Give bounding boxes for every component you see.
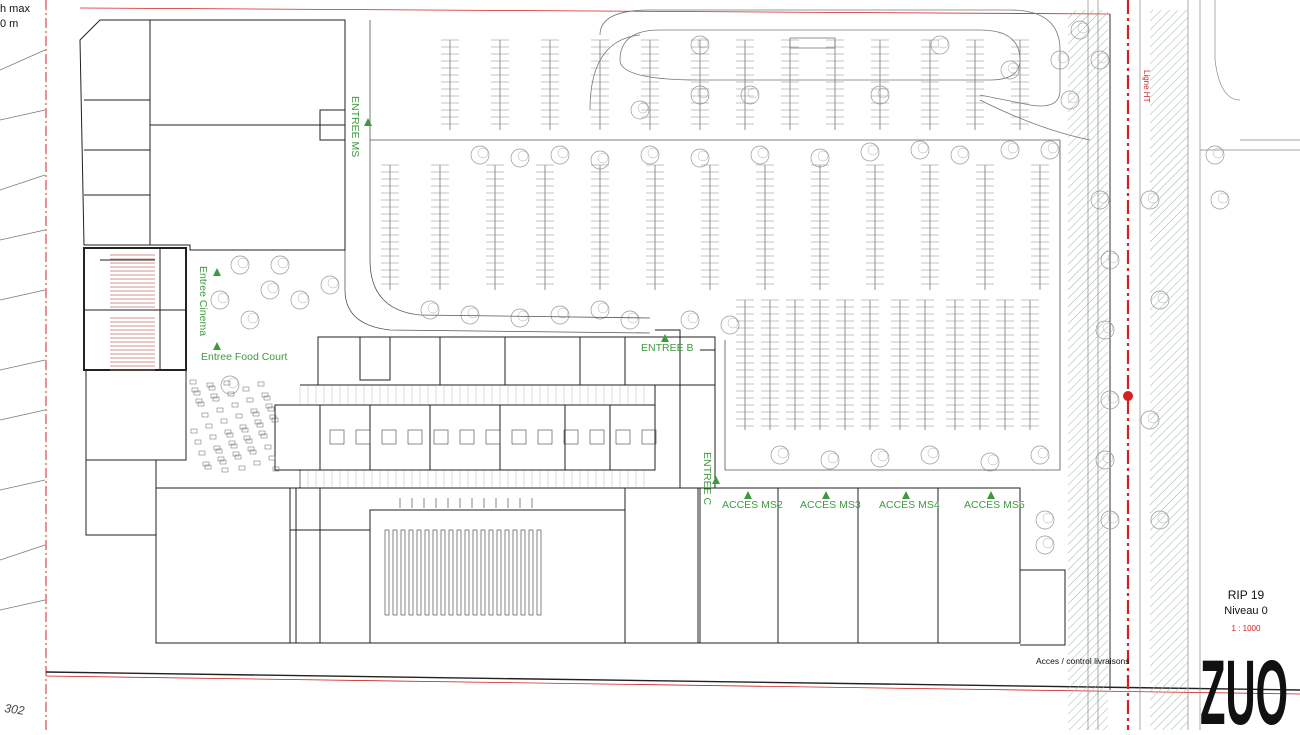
zuo-logo: ZUO bbox=[1200, 642, 1288, 730]
acces-livraisons-label: Acces / control livraisons bbox=[1036, 656, 1130, 666]
entree-cinema: Entree Cinema bbox=[197, 266, 221, 336]
parking-outline bbox=[344, 20, 1061, 471]
supermarket bbox=[289, 487, 701, 644]
scale-text: 1 : 1000 bbox=[1232, 624, 1261, 633]
shop-units bbox=[299, 386, 657, 487]
left-building bbox=[79, 19, 346, 644]
parcel-number: 302 bbox=[4, 701, 26, 718]
title-block: RIP 19 Niveau 0 1 : 1000 ZUO bbox=[1200, 588, 1288, 735]
supermarket-aisles bbox=[384, 498, 542, 616]
pylon-marker bbox=[1123, 391, 1133, 401]
acces-ms5: ACCES MS5 bbox=[964, 491, 1025, 511]
entree-b-label: ENTREE B bbox=[641, 342, 694, 354]
h-max-text: h max bbox=[0, 3, 30, 15]
entree-ms: ENTREE MS bbox=[349, 96, 372, 157]
entree-ms-label: ENTREE MS bbox=[349, 96, 361, 157]
acces-ms2: ACCES MS2 bbox=[722, 491, 783, 511]
road-lines bbox=[1087, 0, 1300, 730]
acces-ms4-label: ACCES MS4 bbox=[879, 499, 940, 511]
retail-units bbox=[156, 487, 1066, 646]
cinema-seating bbox=[110, 254, 155, 371]
level-name: Niveau 0 bbox=[1224, 605, 1267, 617]
ligne-ht-label: Ligne HT bbox=[1142, 70, 1151, 103]
entree-food-court-label: Entree Food Court bbox=[201, 351, 287, 363]
project-name: RIP 19 bbox=[1228, 588, 1265, 602]
entree-c: ENTREE C bbox=[701, 452, 720, 506]
acces-ms4: ACCES MS4 bbox=[879, 491, 940, 511]
site-boundary bbox=[45, 0, 1300, 730]
entrance-labels: ENTREE MS Entree Cinema Entree Food Cour… bbox=[197, 96, 1025, 511]
zero-m-text: 0 m bbox=[0, 18, 18, 30]
acces-ms3-label: ACCES MS3 bbox=[800, 499, 861, 511]
acces-ms5-label: ACCES MS5 bbox=[964, 499, 1025, 511]
entree-c-label: ENTREE C bbox=[701, 452, 713, 506]
entree-food-court: Entree Food Court bbox=[201, 342, 287, 363]
height-annotation: h max 0 m bbox=[0, 3, 30, 30]
acces-ms3: ACCES MS3 bbox=[800, 491, 861, 511]
parking-lots bbox=[381, 39, 1049, 430]
entree-b: ENTREE B bbox=[641, 334, 694, 354]
parcel-lines bbox=[0, 49, 46, 611]
plaza-paving bbox=[189, 379, 280, 473]
entree-cinema-label: Entree Cinema bbox=[197, 266, 209, 336]
acces-ms2-label: ACCES MS2 bbox=[722, 499, 783, 511]
landscape-trees bbox=[210, 20, 1230, 555]
hatched-strip-2 bbox=[1150, 10, 1188, 730]
